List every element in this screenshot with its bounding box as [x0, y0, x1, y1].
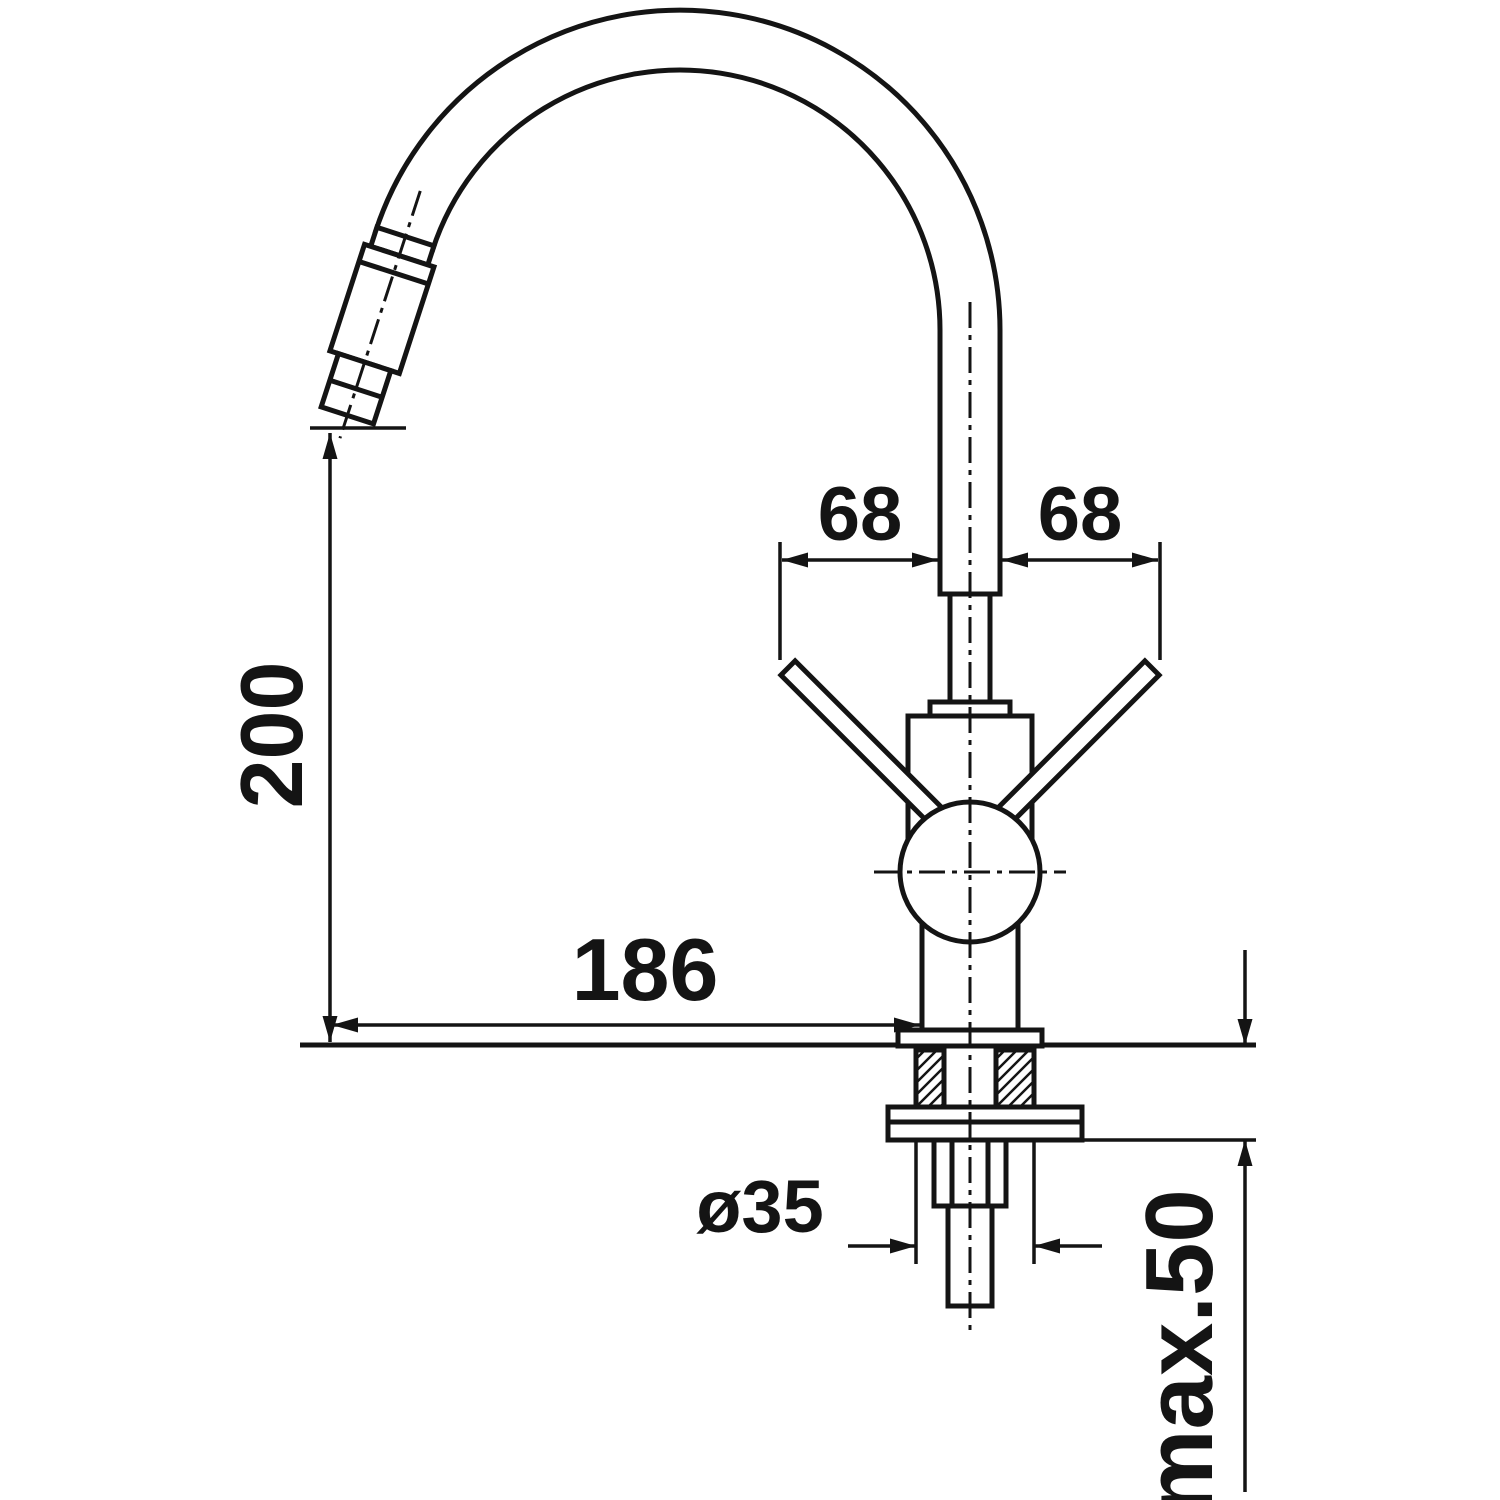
faucet-body: [318, 7, 1163, 1049]
arrowhead: [1132, 552, 1158, 568]
arrowhead: [1237, 1140, 1253, 1166]
arrowhead: [912, 552, 938, 568]
arrowhead: [322, 433, 338, 459]
dim-label-handle-right: 68: [1038, 472, 1123, 557]
dim-label-spout-reach: 186: [572, 920, 719, 1019]
spray-head: [318, 190, 438, 439]
arrowhead: [894, 1017, 920, 1033]
threaded-shank-left: [913, 1047, 947, 1110]
dim-label-hole-diameter: ø35: [696, 1165, 824, 1248]
centerlines: [874, 302, 1066, 1330]
arrowhead: [1237, 1019, 1253, 1045]
threaded-shank-right: [993, 1047, 1037, 1110]
dim-label-handle-left: 68: [818, 472, 903, 557]
spray-head-centerline: [338, 190, 422, 439]
nozzle-seam: [329, 377, 383, 400]
spray-head-seam: [358, 259, 430, 287]
arrowhead: [890, 1238, 916, 1254]
arrowhead: [1034, 1238, 1060, 1254]
arrowhead: [322, 1016, 338, 1042]
arrowhead: [332, 1017, 358, 1033]
arrowhead: [1002, 552, 1028, 568]
mounting-hardware: [885, 1043, 1085, 1309]
dim-label-max-thickness: max.50: [1126, 1189, 1233, 1500]
arrowhead: [782, 552, 808, 568]
dimensions: 200 186 68 68 ø35 max.50: [222, 426, 1256, 1500]
spout-arc-pipe: [372, 7, 1003, 597]
dim-label-spout-height: 200: [222, 662, 321, 809]
